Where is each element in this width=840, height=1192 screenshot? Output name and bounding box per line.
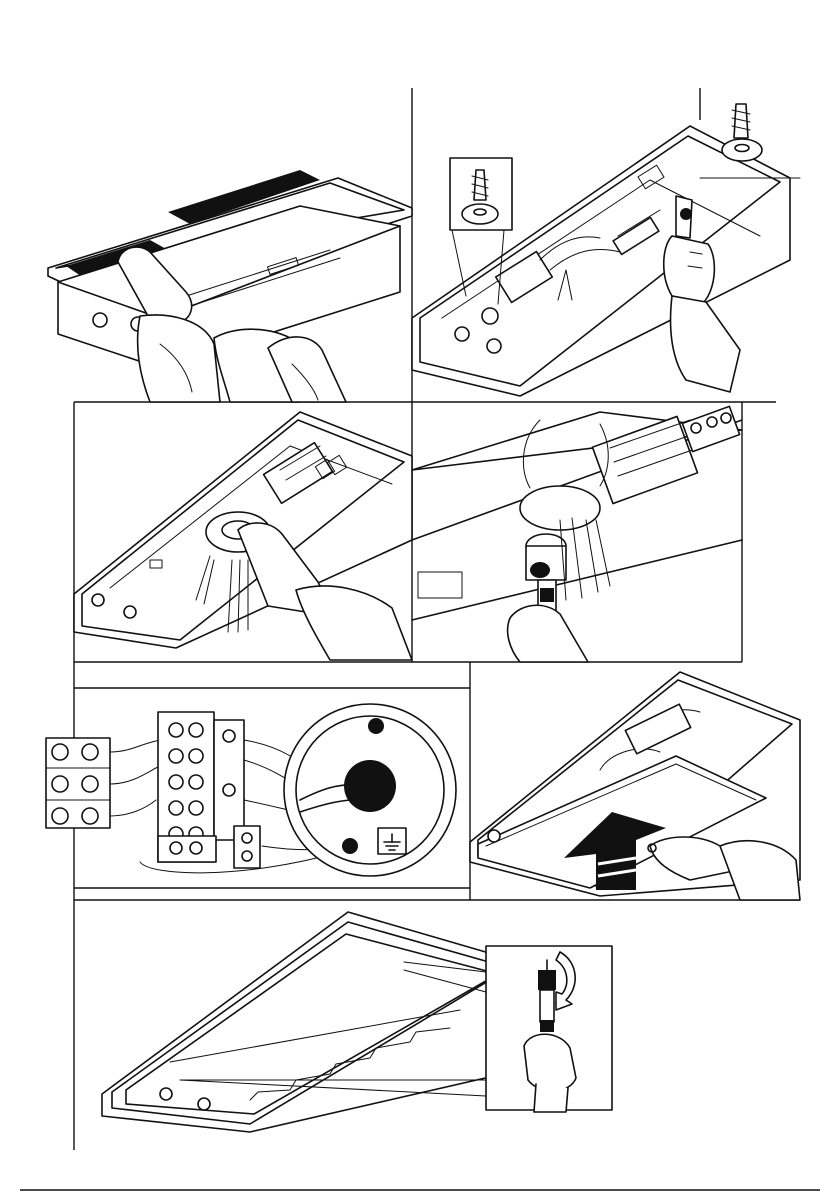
lamp-holder-icon bbox=[487, 339, 501, 353]
fixing-hole-icon bbox=[482, 308, 498, 324]
step-2-fix-housing bbox=[412, 104, 800, 396]
step-7-secure-frame bbox=[102, 912, 612, 1132]
lamp-holder-icon bbox=[93, 313, 107, 327]
lamp-holder-icon bbox=[455, 327, 469, 341]
sleeve bbox=[534, 1084, 568, 1112]
label-plate bbox=[418, 572, 462, 598]
lamp-holder-icon bbox=[92, 594, 104, 606]
connector-block-icon bbox=[46, 738, 110, 828]
terminal-block bbox=[592, 406, 739, 503]
step-5-wiring-diagram bbox=[46, 704, 456, 876]
step-4-tighten-gland bbox=[412, 406, 742, 662]
screw-icon bbox=[722, 104, 762, 161]
step-6-push-cover bbox=[470, 672, 800, 900]
hand-icon bbox=[664, 236, 715, 302]
sleeve bbox=[296, 586, 412, 660]
cable-entry-hole bbox=[344, 760, 396, 812]
step-3-feed-cables bbox=[74, 412, 412, 660]
lamp-holder-icon bbox=[198, 1098, 210, 1110]
screwdriver-icon bbox=[538, 960, 556, 1032]
fixing-screw bbox=[342, 838, 358, 854]
lamp-holder-icon bbox=[124, 606, 136, 618]
lamp-holder-icon bbox=[160, 1088, 172, 1100]
hand-icon bbox=[508, 605, 588, 662]
sleeve bbox=[671, 296, 740, 392]
lamp-holder-icon bbox=[488, 830, 500, 842]
step-1-remove-cover bbox=[48, 170, 412, 402]
fixing-screw bbox=[368, 718, 384, 734]
